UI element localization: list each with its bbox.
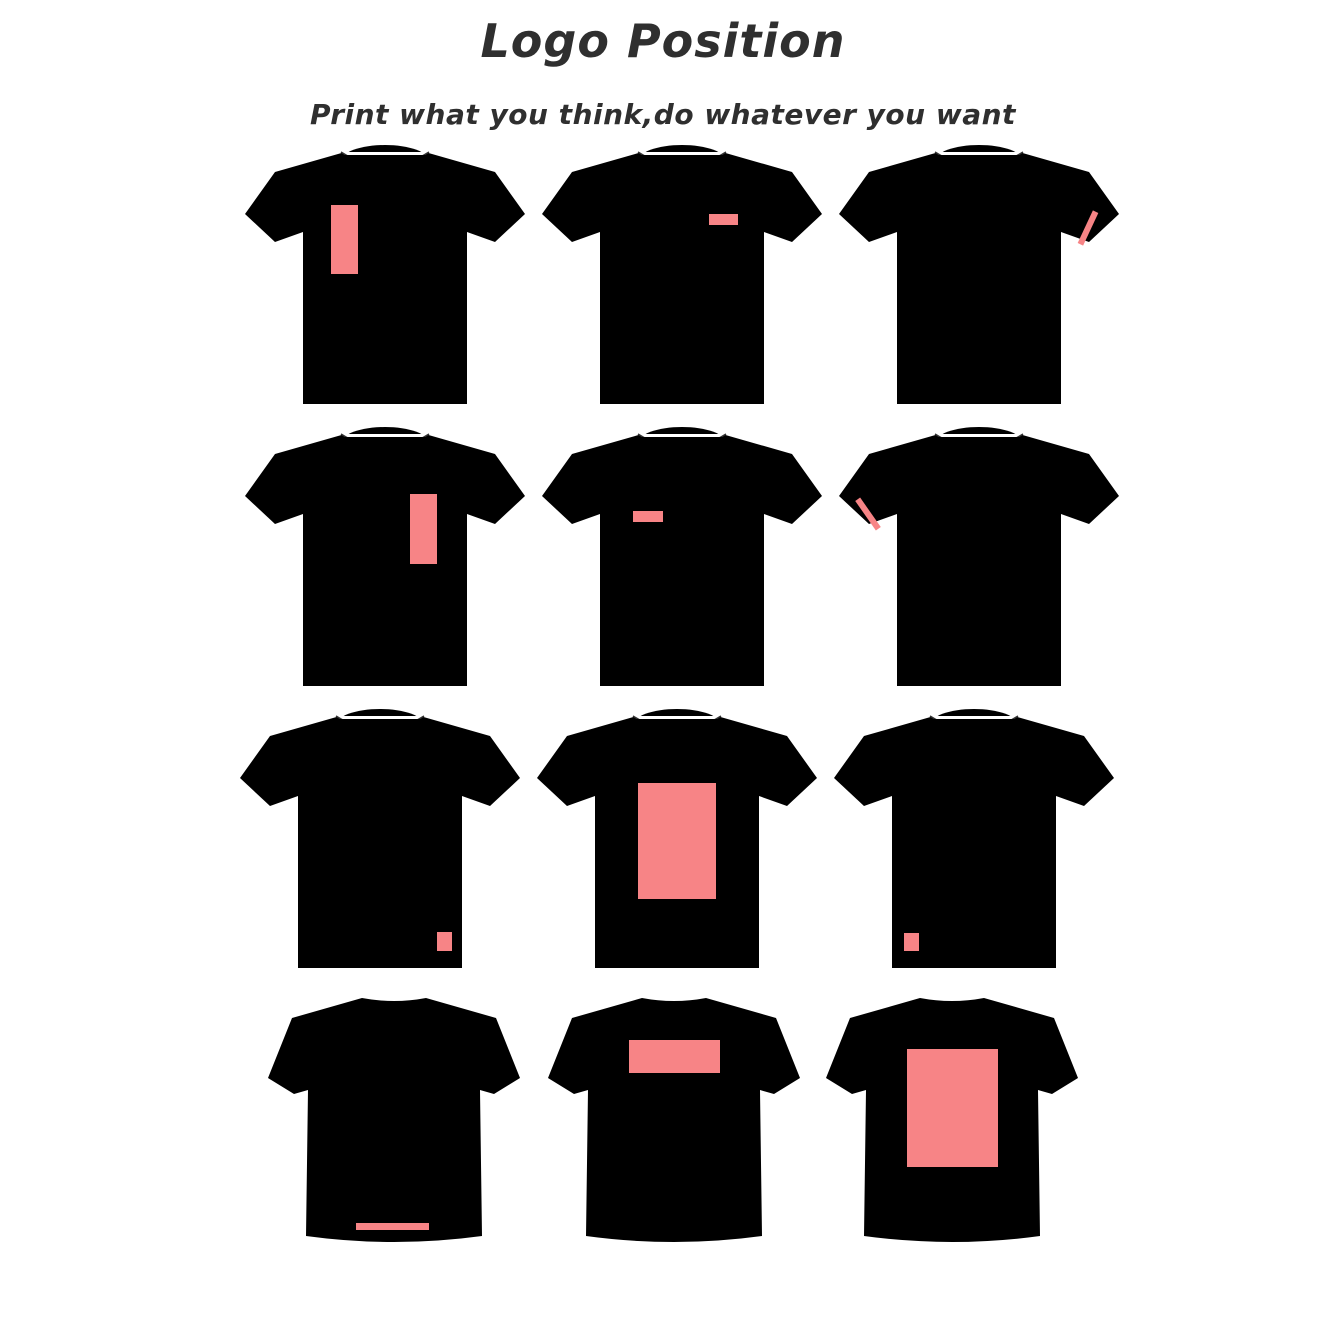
shirt-front-left-sleeve	[838, 144, 1120, 405]
print-area	[437, 932, 452, 951]
shirt-front-hem-right	[833, 708, 1115, 969]
print-area	[633, 511, 663, 522]
print-area	[709, 214, 738, 225]
print-area	[331, 205, 358, 274]
shirt-back-hem	[268, 998, 520, 1242]
shirt-back-large	[826, 998, 1078, 1242]
print-area	[904, 933, 919, 951]
shirt-front-hem-left	[239, 708, 521, 969]
print-area	[356, 1223, 429, 1230]
shirt-front-right-chest-vertical	[244, 426, 526, 687]
shirt-front-center-large	[536, 708, 818, 969]
shirt-front-center-chest-small	[541, 426, 823, 687]
page-subtitle: Print what you think,do whatever you wan…	[310, 98, 1016, 131]
print-area	[1077, 210, 1099, 246]
print-area	[629, 1040, 720, 1073]
print-area	[410, 494, 437, 564]
shirt-front-right-chest-horizontal	[541, 144, 823, 405]
print-area	[855, 497, 881, 531]
shirt-front-right-sleeve	[838, 426, 1120, 687]
print-area	[638, 783, 716, 899]
shirt-front-left-chest-vertical	[244, 144, 526, 405]
shirt-back-upper	[548, 998, 800, 1242]
print-area	[907, 1049, 998, 1167]
page-title: Logo Position	[480, 14, 846, 68]
